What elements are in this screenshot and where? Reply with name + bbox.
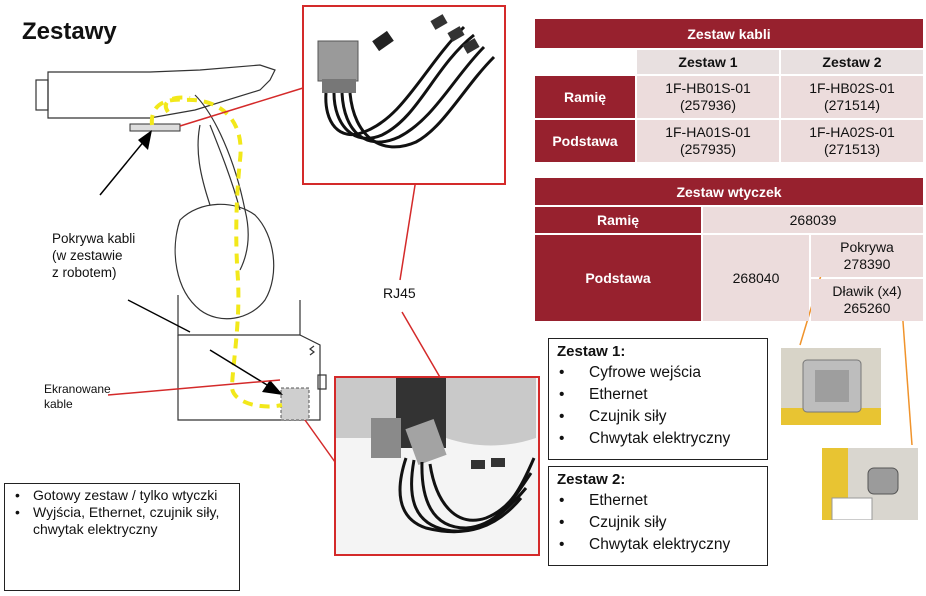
set1-item: Chwytak elektryczny xyxy=(559,428,767,450)
note-item: Gotowy zestaw / tylko wtyczki xyxy=(5,487,239,504)
cable-cover-arm xyxy=(129,123,181,132)
cable-set-title: Zestaw kabli xyxy=(535,19,923,48)
plug-cover-value: Pokrywa 278390 xyxy=(811,235,923,277)
plug-ramie-value: 268039 xyxy=(703,207,923,233)
arm-cable-photo xyxy=(302,5,506,185)
set1-box: Zestaw 1: Cyfrowe wejścia Ethernet Czujn… xyxy=(548,338,768,460)
base-cable-photo xyxy=(334,376,540,556)
cable-route xyxy=(149,97,283,409)
cell-ramie-1: 1F-HB01S-01 (257936) xyxy=(637,76,779,118)
robot-outline xyxy=(35,64,327,421)
set2-title: Zestaw 2: xyxy=(557,471,626,488)
row-ramie: Ramię xyxy=(535,76,635,118)
cable-set-table: Zestaw kabli Zestaw 1 Zestaw 2 Ramię 1F-… xyxy=(533,17,925,164)
cover-photo xyxy=(781,348,881,425)
cell-podstawa-2: 1F-HA02S-01 (271513) xyxy=(781,120,923,162)
plug-row-podstawa: Podstawa xyxy=(535,235,701,321)
set1-item: Czujnik siły xyxy=(559,406,767,428)
set2-box: Zestaw 2: Ethernet Czujnik siły Chwytak … xyxy=(548,466,768,566)
shielded-cables-label: Ekranowane kable xyxy=(44,382,111,411)
arm-cable-image xyxy=(317,14,496,149)
connector-plate-base xyxy=(280,387,310,421)
base-cable-image xyxy=(336,378,536,534)
row-podstawa: Podstawa xyxy=(535,120,635,162)
summary-note: Gotowy zestaw / tylko wtyczki Wyjścia, E… xyxy=(4,483,240,591)
set1-item: Ethernet xyxy=(559,384,767,406)
plug-gland-value: Dławik (x4) 265260 xyxy=(811,279,923,321)
col-zestaw-2: Zestaw 2 xyxy=(781,50,923,74)
plug-set-table: Zestaw wtyczek Ramię 268039 Podstawa 268… xyxy=(533,176,925,323)
gland-photo xyxy=(822,448,918,521)
plug-set-title: Zestaw wtyczek xyxy=(535,178,923,205)
set1-item: Cyfrowe wejścia xyxy=(559,362,767,384)
set1-title: Zestaw 1: xyxy=(557,343,626,360)
col-zestaw-1: Zestaw 1 xyxy=(637,50,779,74)
cell-podstawa-1: 1F-HA01S-01 (257935) xyxy=(637,120,779,162)
cable-cover-label: Pokrywa kabli (w zestawie z robotem) xyxy=(52,231,136,280)
plug-podstawa-value: 268040 xyxy=(703,235,809,321)
rj45-label: RJ45 xyxy=(383,285,416,301)
cell-ramie-2: 1F-HB02S-01 (271514) xyxy=(781,76,923,118)
page-title: Zestawy xyxy=(22,18,117,45)
plug-row-ramie: Ramię xyxy=(535,207,701,233)
set2-item: Ethernet xyxy=(559,490,767,512)
set2-item: Czujnik siły xyxy=(559,512,767,534)
note-item: Wyjścia, Ethernet, czujnik siły, chwytak… xyxy=(5,504,239,538)
set2-item: Chwytak elektryczny xyxy=(559,534,767,556)
